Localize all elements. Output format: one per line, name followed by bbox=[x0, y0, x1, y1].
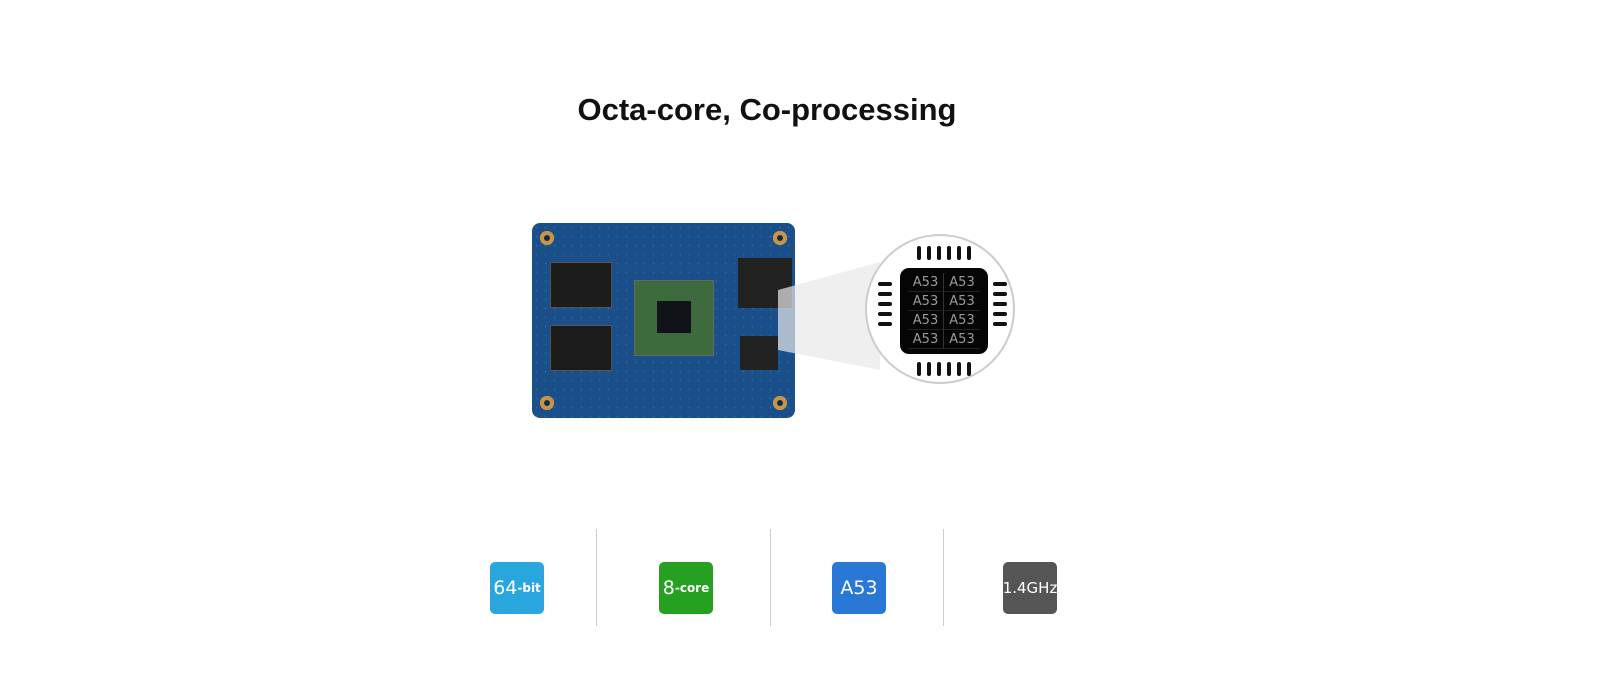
chip-pin bbox=[937, 362, 941, 376]
mount-hole bbox=[540, 231, 554, 245]
ram-chip bbox=[550, 262, 612, 308]
chip-pin bbox=[993, 282, 1007, 286]
core-label: A53 bbox=[908, 330, 944, 349]
chip-pin bbox=[993, 322, 1007, 326]
core-label: A53 bbox=[908, 311, 944, 330]
page-title: Octa-core, Co-processing bbox=[577, 92, 957, 127]
core-label: A53 bbox=[944, 311, 980, 330]
emmc-chip bbox=[738, 258, 792, 308]
ram-chip bbox=[550, 325, 612, 371]
core-label: A53 bbox=[944, 273, 980, 292]
divider bbox=[943, 529, 944, 626]
octa-core-package: A53 A53 A53 A53 A53 A53 A53 A53 bbox=[900, 268, 988, 354]
chip-pin bbox=[957, 246, 961, 260]
chip-pin bbox=[993, 302, 1007, 306]
chip-pin bbox=[937, 246, 941, 260]
chip-pin bbox=[878, 322, 892, 326]
mount-hole bbox=[773, 396, 787, 410]
badge-frequency: 1.4GHz bbox=[1003, 562, 1057, 614]
processor-chip bbox=[634, 280, 714, 356]
badge-64-bit: 64-bit bbox=[490, 562, 544, 614]
chip-pin bbox=[967, 362, 971, 376]
mount-hole bbox=[540, 396, 554, 410]
chip-pin bbox=[947, 362, 951, 376]
badge-a53: A53 bbox=[832, 562, 886, 614]
core-label: A53 bbox=[944, 292, 980, 311]
chip-pin bbox=[878, 312, 892, 316]
chip-pin bbox=[927, 246, 931, 260]
badge-8-core: 8-core bbox=[659, 562, 713, 614]
chip-pin bbox=[878, 282, 892, 286]
core-label: A53 bbox=[908, 292, 944, 311]
chip-pin bbox=[878, 302, 892, 306]
chip-pin bbox=[993, 312, 1007, 316]
chip-pin bbox=[993, 292, 1007, 296]
chip-pin bbox=[917, 246, 921, 260]
chip-pin bbox=[878, 292, 892, 296]
pmic-chip bbox=[740, 336, 778, 370]
divider bbox=[596, 529, 597, 626]
chip-pin bbox=[957, 362, 961, 376]
chip-pin bbox=[967, 246, 971, 260]
chip-pin bbox=[917, 362, 921, 376]
core-label: A53 bbox=[908, 273, 944, 292]
mount-hole bbox=[773, 231, 787, 245]
core-label: A53 bbox=[944, 330, 980, 349]
chip-pin bbox=[947, 246, 951, 260]
divider bbox=[770, 529, 771, 626]
chip-pin bbox=[927, 362, 931, 376]
